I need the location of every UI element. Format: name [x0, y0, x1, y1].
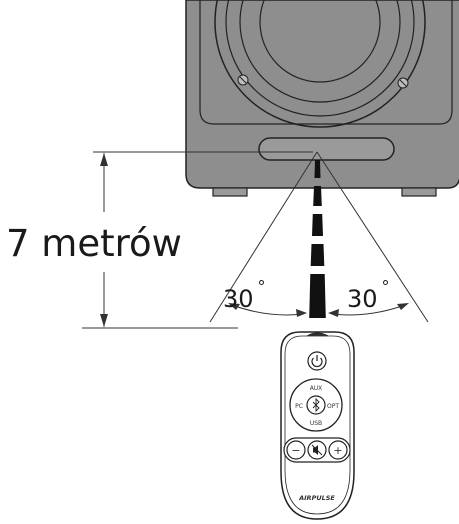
aux-button[interactable]: AUX [310, 385, 323, 392]
ir-receiver-window [258, 137, 395, 161]
remote-ir-emitter [306, 332, 329, 337]
volume-up-button[interactable]: + [328, 440, 348, 460]
opt-button[interactable]: OPT [327, 403, 339, 410]
power-icon [311, 355, 323, 368]
angle-left-degree-symbol: ° [257, 277, 266, 296]
distance-dimension [82, 151, 313, 329]
volume-down-button[interactable]: − [286, 440, 306, 460]
pc-button[interactable]: PC [295, 403, 303, 410]
remote-control: AUX PC OPT USB − [280, 331, 355, 520]
ir-beam-dash-2 [313, 186, 322, 206]
mute-icon [311, 444, 323, 456]
source-ring: AUX PC OPT USB [289, 378, 343, 432]
ir-beam-dash-3 [312, 214, 323, 236]
screw-right [397, 77, 409, 89]
screw-left [237, 74, 249, 86]
angle-arc-right-arrow-start [328, 309, 339, 317]
mute-button[interactable] [307, 440, 327, 460]
dimension-arrow-down [100, 314, 108, 327]
woofer-ring-3 [239, 0, 401, 103]
cone-right-edge [316, 151, 429, 323]
angle-arc-left [231, 304, 303, 316]
brand-logo: AIRPULSE [298, 494, 335, 502]
speaker-baffle-edge [199, 0, 453, 125]
angle-arc-right-arrow-end [397, 303, 409, 310]
angle-arc-left-arrow-end [296, 309, 307, 317]
angle-right-degree-symbol: ° [381, 277, 390, 296]
woofer-ring-outer [214, 0, 426, 128]
volume-controls: − + [283, 437, 351, 463]
angle-left-value: 30 [223, 285, 254, 313]
cone-left-edge [209, 151, 318, 323]
bluetooth-icon [312, 397, 320, 413]
svg-text:−: − [291, 444, 300, 457]
coverage-cone [209, 151, 429, 323]
woofer-ring-4 [259, 0, 381, 83]
angle-label-right: 30° [347, 277, 390, 313]
bluetooth-button[interactable] [306, 395, 326, 415]
usb-button[interactable]: USB [310, 420, 322, 427]
ir-beam-dash-1 [314, 160, 321, 178]
remote-body-inner [284, 335, 351, 515]
woofer-ring-2 [225, 0, 415, 117]
dimension-arrow-up [100, 153, 108, 166]
ir-beam-dash-5 [309, 274, 326, 318]
speaker [185, 0, 459, 197]
angle-label-left: 30° [223, 277, 266, 313]
ir-beam-dash-4 [310, 244, 325, 266]
angle-right-value: 30 [347, 285, 378, 313]
power-button[interactable] [307, 351, 327, 371]
distance-label: 7 metrów [6, 222, 182, 265]
svg-text:+: + [333, 444, 342, 457]
angle-arc-left-arrow-start [228, 303, 240, 310]
speaker-foot-left [212, 187, 248, 197]
speaker-foot-right [401, 187, 437, 197]
angle-arc-right [332, 304, 406, 316]
